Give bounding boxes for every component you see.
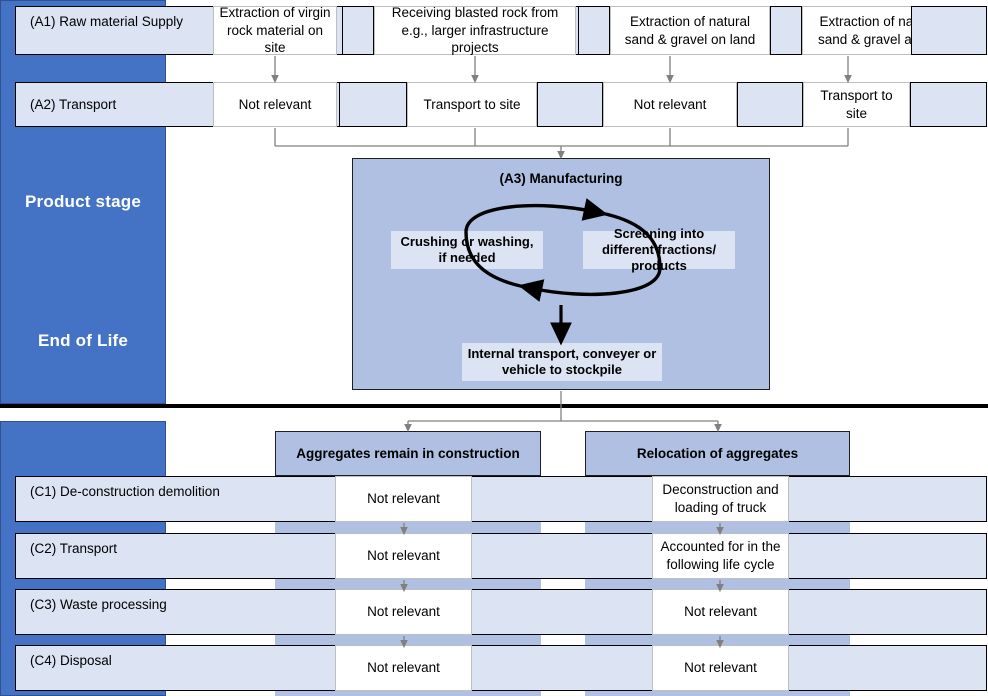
cell-a1-4-text: Extraction of natural sand & gravel at s…: [817, 13, 942, 47]
cell-a2-4-text: Transport to site: [820, 87, 893, 121]
cell-a2-3[interactable]: Not relevant: [603, 82, 737, 127]
product-stage-label: Product stage: [25, 192, 141, 211]
cell-c2-1-text: Not relevant: [367, 548, 440, 564]
cell-c3-1-text: Not relevant: [367, 604, 440, 620]
row-c1-label: (C1) De-construction demolition: [30, 484, 220, 499]
row-c1-band: (C1) De-construction demolition: [15, 476, 987, 522]
internal-transport-text: Internal transport, conveyer or vehicle …: [467, 345, 657, 377]
cell-a1-3[interactable]: Extraction of natural sand & gravel on l…: [610, 6, 770, 55]
spacer-a2-2: [537, 82, 603, 127]
eol-header-relocation[interactable]: Relocation of aggregates: [585, 431, 850, 476]
cell-c1-2-text: Deconstruction and loading of truck: [662, 482, 779, 515]
a1-to-a2-arrows: [271, 56, 852, 84]
cell-c1-1[interactable]: Not relevant: [335, 476, 472, 522]
cell-c4-2-text: Not relevant: [684, 660, 757, 676]
spacer-a1-1: [342, 6, 374, 55]
spacer-a2-3: [737, 82, 803, 127]
a3-to-eol-bus: [404, 391, 722, 433]
end-of-life-label: End of Life: [37, 330, 129, 350]
row-a1-label: (A1) Raw material Supply: [30, 14, 184, 29]
cell-c4-1-text: Not relevant: [367, 660, 440, 676]
row-c4-band: (C4) Disposal: [15, 645, 987, 691]
spacer-a1-4: [911, 6, 987, 55]
cell-c1-2[interactable]: Deconstruction and loading of truck: [652, 476, 789, 522]
cell-a1-2[interactable]: Receiving blasted rock from e.g., larger…: [374, 5, 576, 56]
row-c2-label: (C2) Transport: [30, 541, 118, 556]
manufacturing-title: (A3) Manufacturing: [499, 171, 623, 186]
cell-a1-1-text: Extraction of virgin rock material on si…: [219, 5, 331, 56]
row-c3-band: (C3) Waste processing: [15, 589, 987, 635]
internal-transport-box[interactable]: Internal transport, conveyer or vehicle …: [462, 343, 662, 381]
eol-header-remain[interactable]: Aggregates remain in construction: [275, 431, 541, 476]
cell-c2-2[interactable]: Accounted for in the following life cycl…: [652, 533, 789, 579]
cell-a2-3-text: Not relevant: [633, 96, 707, 112]
cell-a1-2-text: Receiving blasted rock from e.g., larger…: [391, 5, 559, 56]
spacer-a2-4: [910, 82, 987, 127]
cell-c3-2[interactable]: Not relevant: [652, 589, 789, 635]
cell-c4-1[interactable]: Not relevant: [335, 645, 472, 691]
eol-header-relocation-text: Relocation of aggregates: [636, 445, 799, 461]
screening-box[interactable]: Screening into different fractions/ prod…: [583, 226, 735, 273]
spacer-a1-3: [770, 6, 802, 55]
row-c4-label: (C4) Disposal: [30, 653, 112, 668]
crushing-washing-text: Crushing or washing, if needed: [400, 233, 534, 265]
spacer-a2-1: [339, 82, 407, 127]
spacer-a1-2: [578, 6, 610, 55]
eol-header-remain-text: Aggregates remain in construction: [296, 445, 520, 461]
section-divider: [0, 404, 988, 408]
cell-a2-2[interactable]: Transport to site: [407, 82, 537, 127]
cell-c2-1[interactable]: Not relevant: [335, 533, 472, 579]
cell-a2-1-text: Not relevant: [238, 96, 312, 112]
cell-c3-2-text: Not relevant: [684, 604, 757, 620]
row-c3-label: (C3) Waste processing: [30, 597, 167, 612]
crushing-washing-box[interactable]: Crushing or washing, if needed: [391, 231, 543, 269]
cell-a2-4[interactable]: Transport to site: [803, 82, 910, 127]
cell-a2-1[interactable]: Not relevant: [213, 82, 337, 127]
cell-c3-1[interactable]: Not relevant: [335, 589, 472, 635]
cell-c2-2-text: Accounted for in the following life cycl…: [660, 539, 781, 572]
a2-to-a3-bus: [274, 128, 849, 160]
cell-a1-3-text: Extraction of natural sand & gravel on l…: [624, 13, 756, 47]
row-c2-band: (C2) Transport: [15, 533, 987, 579]
screening-text: Screening into different fractions/ prod…: [601, 225, 717, 274]
cell-a1-1[interactable]: Extraction of virgin rock material on si…: [213, 5, 337, 56]
cell-c4-2[interactable]: Not relevant: [652, 645, 789, 691]
product-stage-column: Product stage: [0, 0, 166, 404]
row-a2-label: (A2) Transport: [30, 96, 117, 112]
cell-c1-1-text: Not relevant: [367, 491, 440, 507]
cell-a2-2-text: Transport to site: [423, 96, 521, 112]
